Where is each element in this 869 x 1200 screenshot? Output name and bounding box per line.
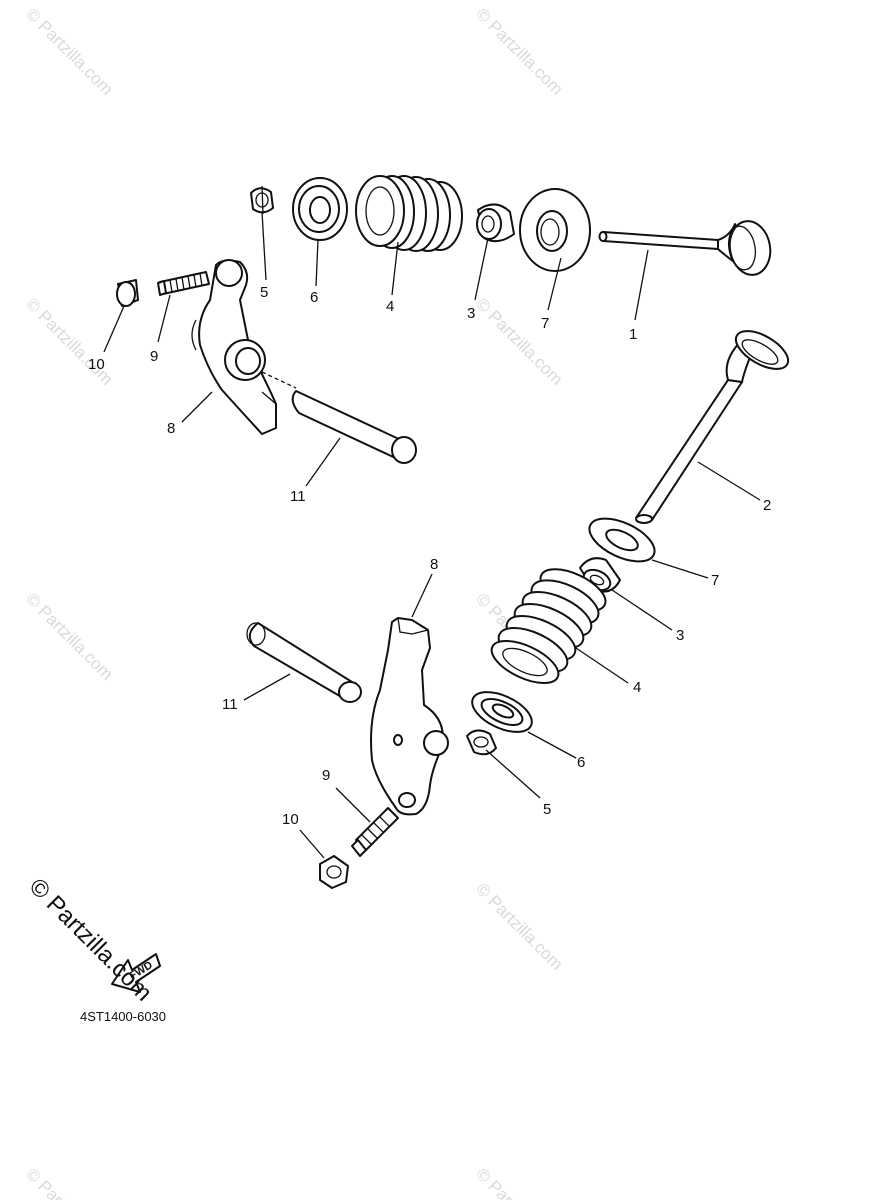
bottom-valve-part [635,330,790,524]
watermark-prominent: © Partzilla.com [24,873,157,1006]
top-locknut-part [116,279,139,307]
callout-top-retainer: 6 [310,289,318,306]
top-spring-retainer-part [292,177,348,241]
bottom-locknut-part [319,855,349,889]
callout-top-rocker-shaft: 11 [290,488,306,505]
top-rocker-shaft-part [261,371,417,464]
callout-bottom-stem-seal: 3 [676,627,684,644]
callout-bottom-valve: 2 [763,497,771,514]
callout-bottom-valve-spring: 4 [633,679,641,696]
callout-bottom-cotter: 5 [543,801,551,818]
watermark: © Partzilla.com [22,1164,116,1200]
bottom-spring-retainer-part [471,691,533,733]
bottom-rocker-arm-part [370,617,449,816]
callout-labels: 1 7 3 4 6 5 9 10 8 11 2 7 3 4 6 5 8 11 9… [88,284,771,828]
watermark: © Partzilla.com [472,879,566,973]
callout-top-cotter: 5 [260,284,268,301]
callout-bottom-locknut: 10 [282,811,299,828]
callout-top-adjusting-screw: 9 [150,348,158,365]
bottom-valve-spring-part [490,568,607,685]
top-spring-seat-part [519,188,591,272]
callout-top-spring-seat: 7 [541,315,549,332]
top-adjusting-screw-part [157,271,210,296]
watermark: © Partzilla.com [472,294,566,388]
watermark: © Partzilla.com [472,4,566,98]
watermark: © Partzilla.com [22,589,116,683]
top-stem-seal-part [476,203,515,243]
top-rocker-arm-part [191,259,277,435]
top-valve-spring-part [355,175,463,252]
callout-top-stem-seal: 3 [467,305,475,322]
leader-lines [103,211,761,859]
callout-top-rocker-arm: 8 [167,420,175,437]
top-valve-cotter-part [250,185,274,215]
callout-bottom-spring-seat: 7 [711,572,719,589]
callout-bottom-adjusting-screw: 9 [322,767,330,784]
watermark: © Partzilla.com [22,4,116,98]
bottom-adjusting-screw-part [351,807,399,857]
bottom-spring-seat-part [588,517,656,563]
callout-bottom-rocker-shaft: 11 [222,696,238,713]
watermark: © Partzilla.com [472,1164,566,1200]
bottom-rocker-shaft-part [246,622,362,703]
callout-top-valve: 1 [629,326,637,343]
callout-bottom-retainer: 6 [577,754,585,771]
bottom-valve-cotter-part [466,729,497,756]
top-valve-part [598,220,772,276]
callout-bottom-rocker-arm: 8 [430,556,438,573]
callout-top-locknut: 10 [88,356,105,373]
callout-top-valve-spring: 4 [386,298,394,315]
diagram-code: 4ST1400-6030 [80,1009,166,1024]
watermark: © Partzilla.com [22,294,116,388]
